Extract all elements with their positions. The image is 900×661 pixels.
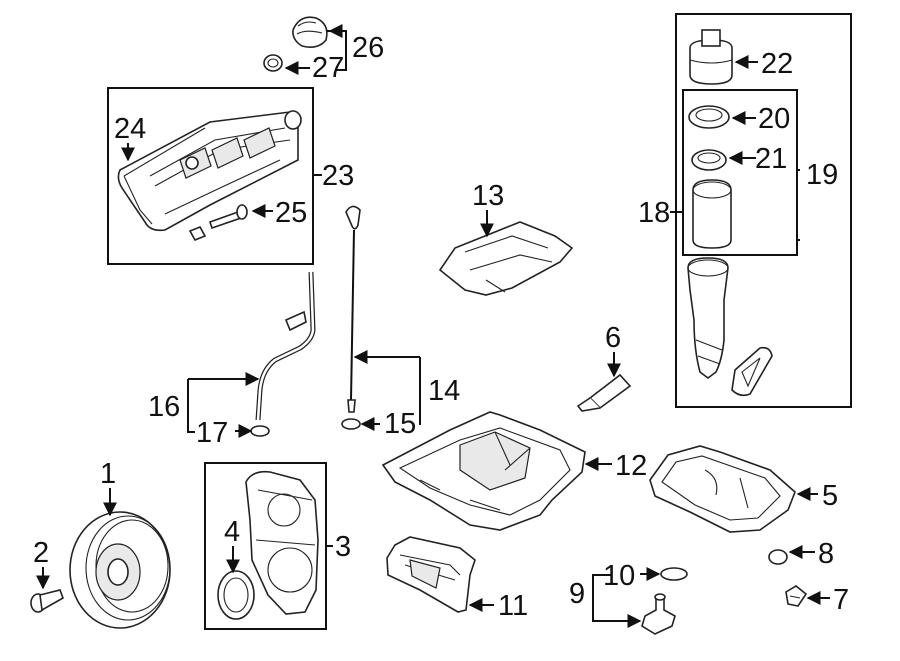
oil-level-sensor[interactable] [641, 593, 676, 635]
filler-cap-seal[interactable] [263, 54, 283, 72]
filter-seal-small[interactable] [691, 149, 727, 171]
callout-12: 12 [615, 450, 647, 482]
drain-plug-washer[interactable] [768, 549, 788, 565]
valve-cover-plug[interactable] [284, 110, 302, 130]
callout-21: 21 [755, 143, 787, 175]
callout-5: 5 [822, 480, 838, 512]
oil-filter-housing-cap[interactable] [689, 29, 733, 85]
callout-9: 9 [569, 578, 585, 610]
dipstick-tube[interactable] [255, 271, 316, 421]
callout-4: 4 [224, 516, 240, 548]
oil-filter-group-box [675, 13, 852, 408]
timing-cover[interactable] [245, 470, 319, 615]
oil-filter-element[interactable] [692, 179, 732, 249]
oil-filler-cap[interactable] [292, 16, 328, 48]
crankshaft-pulley-bolt[interactable] [30, 589, 64, 613]
filter-element-group-box [682, 89, 798, 256]
callout-16: 16 [148, 391, 180, 423]
callout-27: 27 [312, 52, 344, 84]
oil-filter-housing[interactable] [687, 257, 729, 379]
callout-23: 23 [322, 160, 354, 192]
callout-8: 8 [818, 538, 834, 570]
callout-3: 3 [335, 531, 351, 563]
oil-dipstick[interactable] [345, 205, 361, 413]
callout-10: 10 [603, 560, 635, 592]
callout-7: 7 [833, 584, 849, 616]
crankshaft-pulley[interactable] [69, 511, 171, 629]
callout-26: 26 [352, 32, 384, 64]
valve-cover-gasket[interactable] [123, 127, 206, 225]
callout-13: 13 [472, 180, 504, 212]
filter-seal-large[interactable] [688, 105, 730, 129]
oil-pan-baffle[interactable] [438, 221, 574, 296]
callout-6: 6 [605, 322, 621, 354]
upper-oil-pan[interactable] [381, 411, 586, 531]
callout-19: 19 [806, 159, 838, 191]
valve-cover[interactable] [117, 111, 300, 232]
valve-cover-bolt[interactable] [188, 204, 248, 242]
crankshaft-front-seal[interactable] [217, 570, 255, 620]
oil-level-sensor-seal[interactable] [660, 567, 688, 581]
callout-25: 25 [275, 197, 307, 229]
callout-20: 20 [758, 103, 790, 135]
dipstick-seal[interactable] [341, 418, 361, 430]
windage-tray[interactable] [386, 536, 476, 613]
sealant-tube[interactable] [576, 373, 632, 412]
callout-22: 22 [761, 48, 793, 80]
dipstick-tube-seal[interactable] [250, 425, 270, 437]
callout-2: 2 [33, 537, 49, 569]
callout-18: 18 [638, 197, 670, 229]
leader-19 [797, 169, 800, 241]
callout-1: 1 [100, 458, 116, 490]
callout-14: 14 [428, 375, 460, 407]
callout-24: 24 [114, 113, 146, 145]
callout-11: 11 [498, 590, 528, 622]
callout-17: 17 [196, 417, 228, 449]
lower-oil-pan[interactable] [649, 445, 796, 533]
oil-filter-housing-gasket[interactable] [731, 346, 773, 397]
callout-15: 15 [384, 408, 416, 440]
drain-plug[interactable] [785, 585, 808, 607]
